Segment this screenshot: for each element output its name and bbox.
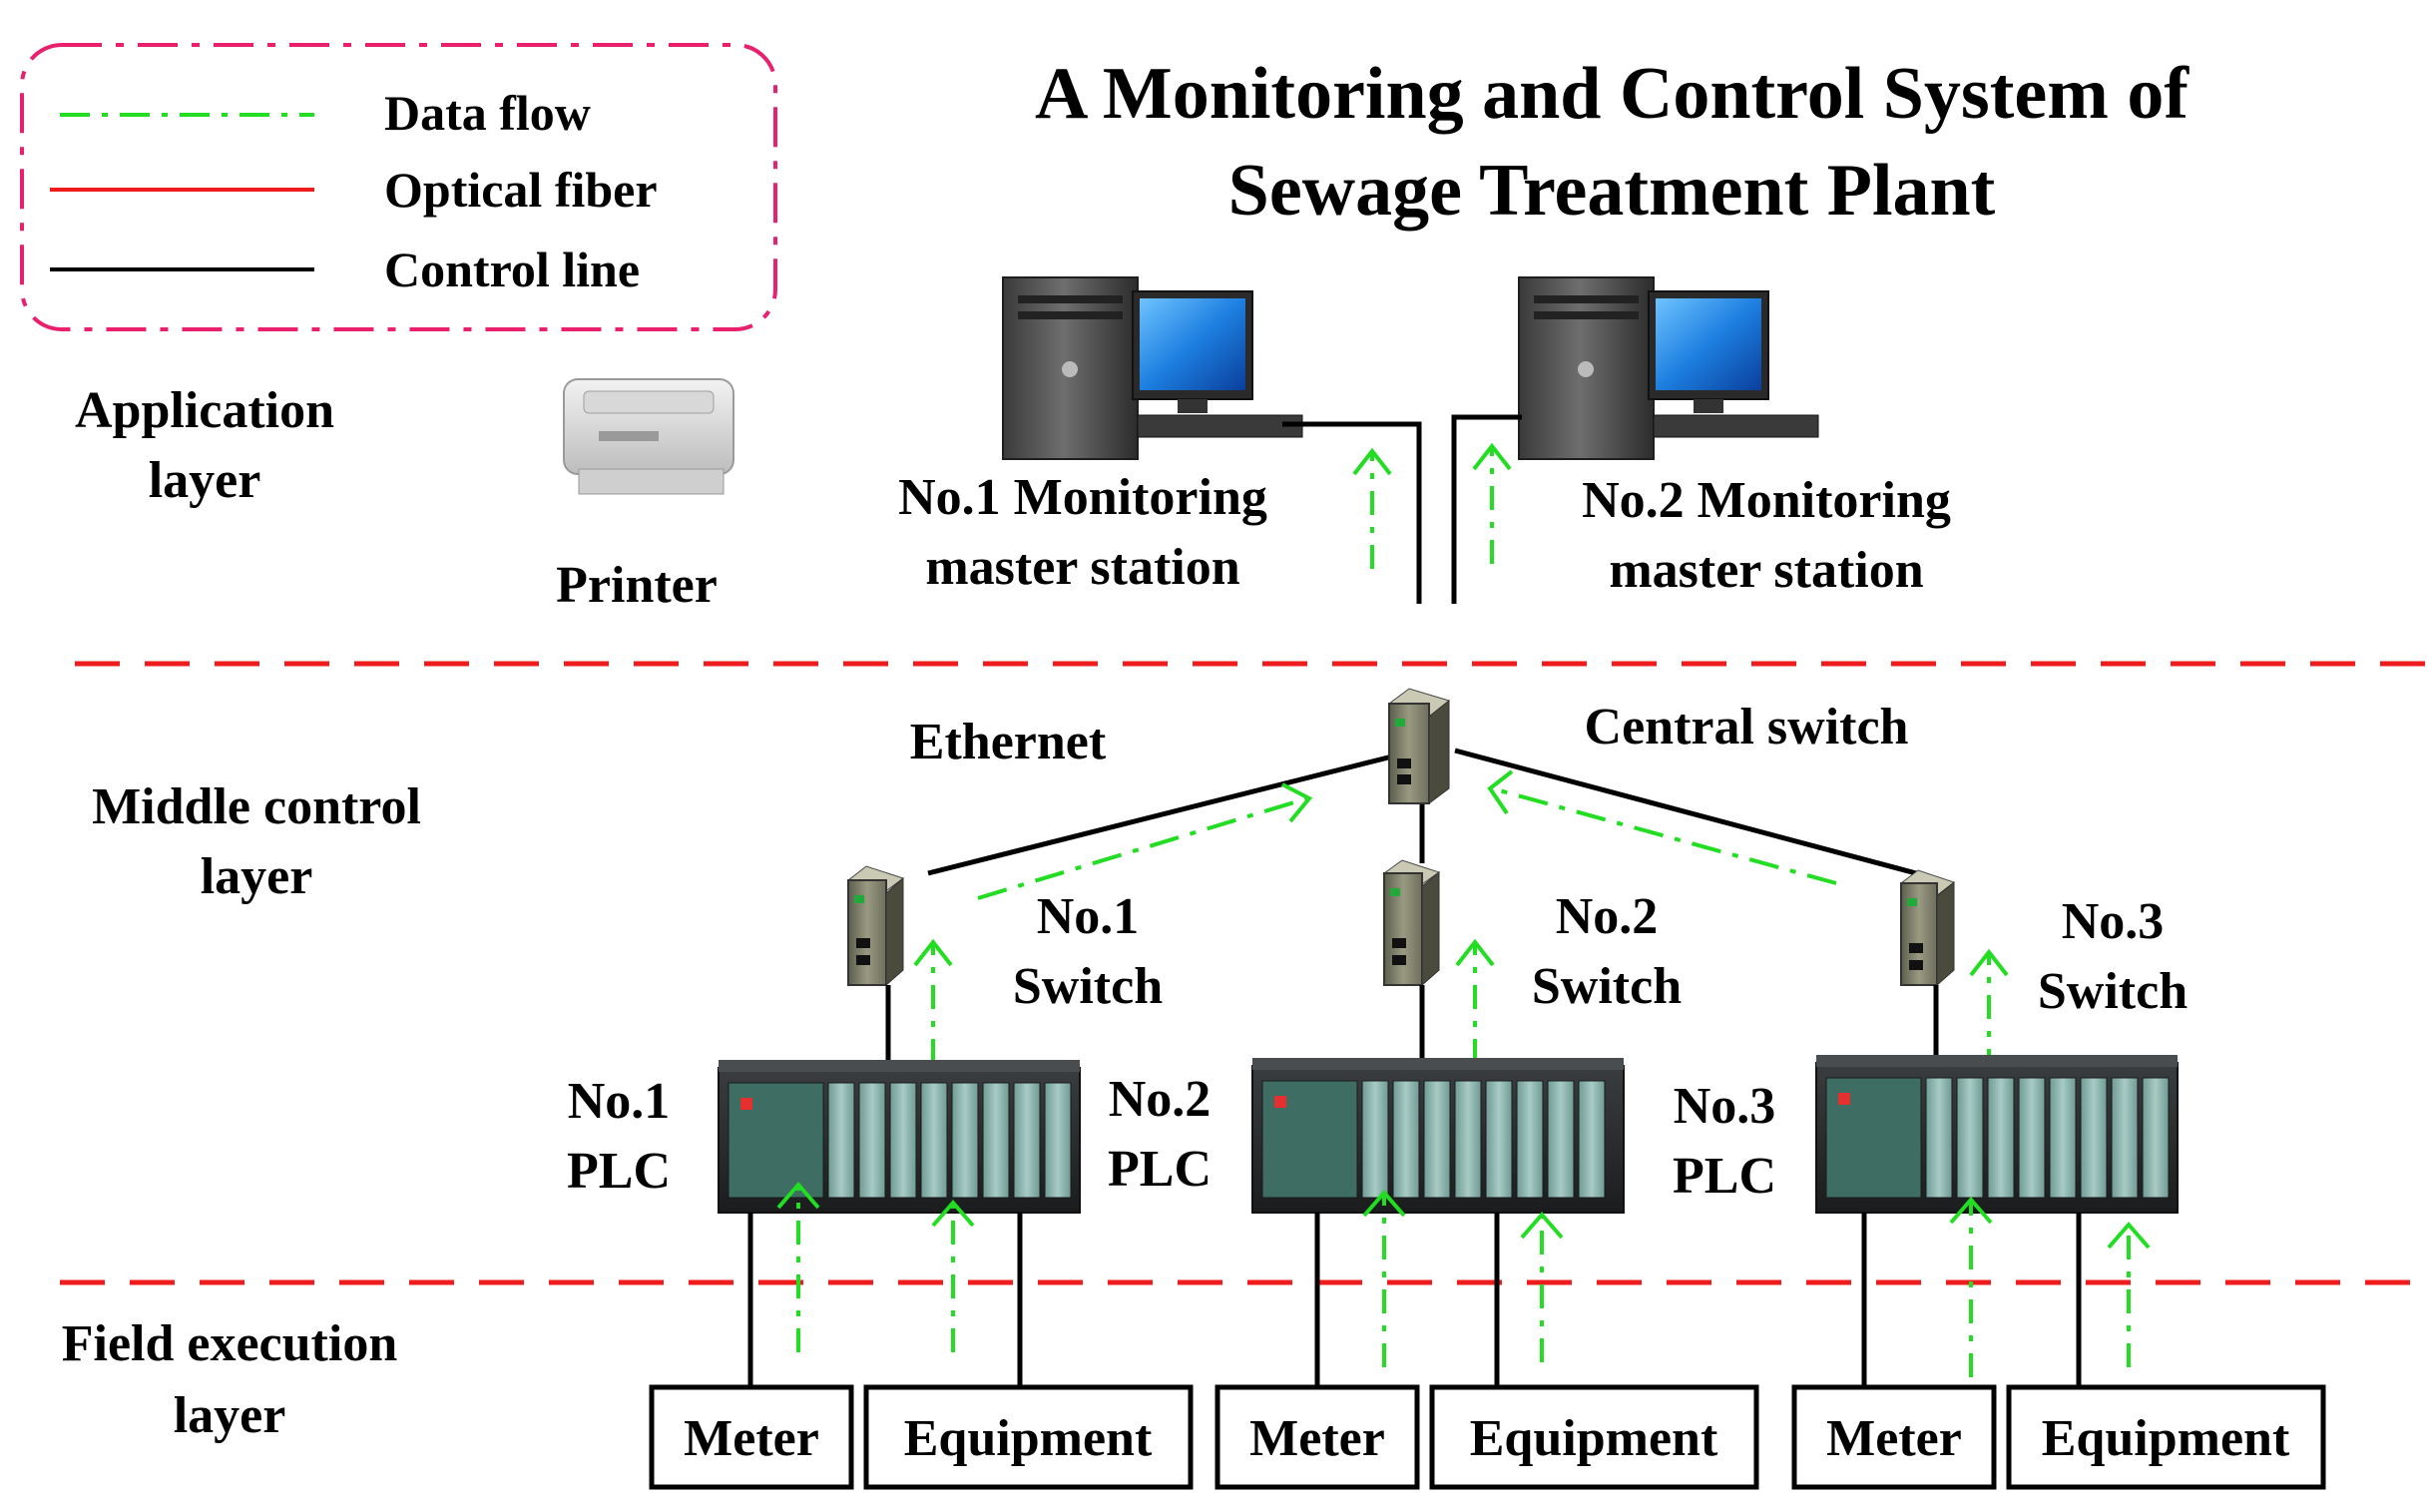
- station1-label-2: master station: [925, 539, 1239, 596]
- switch-icon: [1899, 869, 1956, 987]
- ethernet-link-switch1: [927, 754, 1393, 876]
- plc-icon: [718, 1060, 1081, 1214]
- diagram-title-line1: A Monitoring and Control System of: [1035, 53, 2189, 135]
- legend: Data flow Optical fiber Control line: [20, 43, 777, 331]
- arrow-up-icon: [1969, 948, 2009, 977]
- arrow-up-icon: [1949, 1196, 1993, 1225]
- switch1-uplink-data-flow: [977, 796, 1308, 900]
- arrow-up-icon: [913, 938, 953, 967]
- central-switch-label: Central switch: [1585, 699, 1909, 756]
- legend-control-line-label: Control line: [384, 242, 640, 297]
- printer-label: Printer: [556, 557, 718, 614]
- diagram-title-line2: Sewage Treatment Plant: [1228, 150, 1996, 232]
- arrow-right-icon: [1281, 782, 1313, 823]
- plc2-label-1: No.2: [1109, 1071, 1212, 1128]
- equipment-label: Equipment: [1470, 1410, 1718, 1467]
- switch-icon: [846, 865, 905, 987]
- ethernet-link-switch3: [1454, 748, 1917, 876]
- switch-icon: [1387, 688, 1451, 804]
- legend-data-flow-label: Data flow: [384, 85, 591, 141]
- arrow-left-icon: [1487, 769, 1514, 815]
- equipment-label: Equipment: [2042, 1410, 2290, 1467]
- plc-icon: [1251, 1058, 1625, 1214]
- layer-label-field-1: Field execution: [62, 1315, 398, 1372]
- arrow-up-icon: [776, 1181, 820, 1210]
- equipment-box: Equipment: [863, 1384, 1194, 1490]
- equipment-box: Equipment: [1429, 1384, 1759, 1490]
- station2-label-2: master station: [1609, 542, 1923, 599]
- switch3-label-2: Switch: [2038, 963, 2188, 1020]
- ethernet-label: Ethernet: [910, 714, 1107, 770]
- printer-icon: [563, 378, 734, 495]
- switch1-label-2: Switch: [1013, 958, 1163, 1015]
- station1-label-1: No.1 Monitoring: [898, 469, 1267, 526]
- equipment-label: Equipment: [904, 1410, 1153, 1467]
- switch2-label-1: No.2: [1556, 888, 1659, 945]
- station2-label-1: No.2 Monitoring: [1582, 472, 1951, 529]
- arrow-up-icon: [1472, 442, 1512, 471]
- switch-icon: [1382, 859, 1441, 987]
- meter-label: Meter: [684, 1410, 819, 1467]
- station1-control-line: [1282, 421, 1422, 604]
- arrow-up-icon: [1362, 1189, 1406, 1218]
- plc-icon: [1815, 1055, 2179, 1214]
- arrow-up-icon: [931, 1199, 975, 1228]
- legend-border: [20, 43, 777, 331]
- arrow-up-icon: [1520, 1211, 1564, 1240]
- plc3-label-1: No.3: [1674, 1078, 1776, 1135]
- meter-box: Meter: [1791, 1384, 1997, 1490]
- meter-label: Meter: [1249, 1410, 1385, 1467]
- station2-control-line: [1451, 414, 1522, 604]
- layer-label-field-2: layer: [174, 1387, 286, 1444]
- arrow-up-icon: [2107, 1221, 2151, 1250]
- meter-box: Meter: [649, 1384, 854, 1490]
- layer-label-application-2: layer: [149, 452, 261, 509]
- meter-box: Meter: [1215, 1384, 1420, 1490]
- plc3-label-2: PLC: [1673, 1148, 1776, 1205]
- meter-label: Meter: [1826, 1410, 1962, 1467]
- computer-icon: [1002, 276, 1303, 460]
- layer-label-middle-2: layer: [201, 848, 313, 905]
- switch2-label-2: Switch: [1532, 958, 1682, 1015]
- legend-optical-fiber-label: Optical fiber: [384, 162, 658, 218]
- arrow-up-icon: [1455, 938, 1495, 967]
- computer-icon: [1518, 276, 1819, 460]
- equipment-box: Equipment: [2006, 1384, 2326, 1490]
- plc1-label-1: No.1: [568, 1073, 671, 1130]
- plc1-label-2: PLC: [567, 1143, 671, 1200]
- layer-label-application-1: Application: [75, 382, 334, 439]
- layer-label-middle-1: Middle control: [92, 778, 421, 835]
- plc2-label-2: PLC: [1108, 1141, 1212, 1198]
- switch1-label-1: No.1: [1037, 888, 1140, 945]
- switch3-label-1: No.3: [2062, 893, 2165, 950]
- arrow-up-icon: [1352, 447, 1392, 476]
